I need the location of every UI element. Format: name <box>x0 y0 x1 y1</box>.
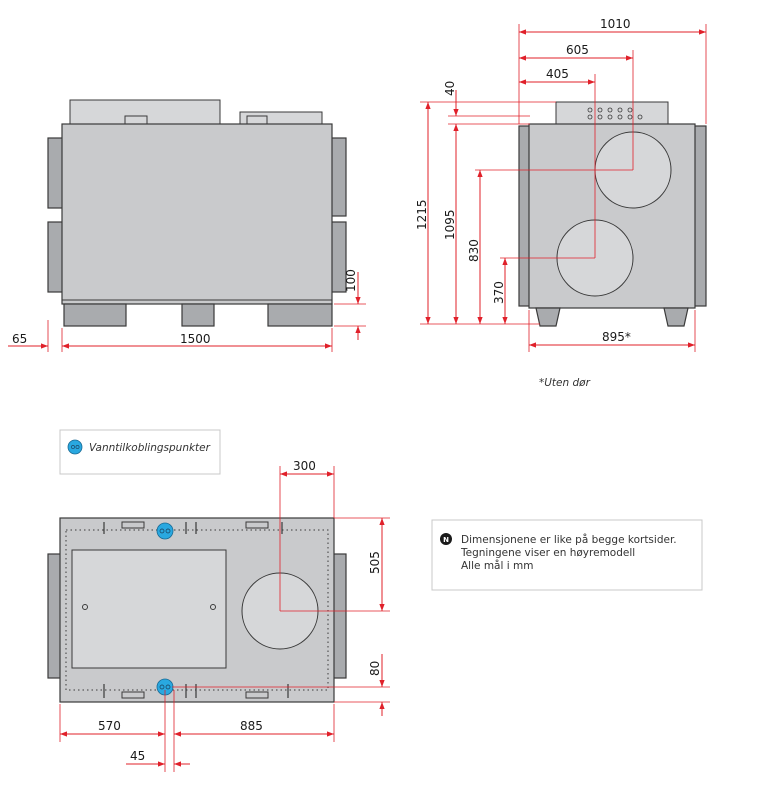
dim-505: 505 <box>368 551 382 574</box>
foot <box>267 303 333 327</box>
dim-370: 370 <box>492 281 506 304</box>
legend: Vanntilkoblingspunkter <box>59 429 221 475</box>
front-body <box>61 123 333 305</box>
svg-text:N: N <box>443 536 449 544</box>
dim-895: 895* <box>602 330 631 344</box>
dim-1095: 1095 <box>443 209 457 240</box>
dim-40: 40 <box>443 81 457 96</box>
info-box: N Dimensjonene er like på begge kortside… <box>431 519 703 591</box>
foot <box>181 303 215 327</box>
foot <box>63 303 127 327</box>
side-panel <box>693 125 707 307</box>
info-line-1: Dimensjonene er like på begge kortsider. <box>461 533 677 546</box>
info-line-3: Alle mål i mm <box>461 559 533 572</box>
dim-1010: 1010 <box>600 17 631 31</box>
dim-570: 570 <box>98 719 121 733</box>
side-view: 1010 605 405 1215 40 1095 830 370 895* *… <box>415 17 707 389</box>
dim-300: 300 <box>293 459 316 473</box>
dim-65: 65 <box>12 332 27 346</box>
dim-80: 80 <box>368 661 382 676</box>
control-panel <box>555 101 669 125</box>
connection-point-icon <box>67 439 83 455</box>
info-icon <box>440 533 452 545</box>
top-view: 300 505 80 570 885 45 <box>47 459 390 772</box>
top-housing-left <box>69 99 221 125</box>
foot <box>535 307 561 327</box>
front-view: 65 1500 100 <box>8 99 366 352</box>
dim-100: 100 <box>344 269 358 292</box>
dim-1500: 1500 <box>180 332 211 346</box>
dim-885: 885 <box>240 719 263 733</box>
dim-405: 405 <box>546 67 569 81</box>
dim-605: 605 <box>566 43 589 57</box>
dim-45: 45 <box>130 749 145 763</box>
access-hatch <box>71 549 227 669</box>
foot <box>663 307 689 327</box>
dim-830: 830 <box>467 239 481 262</box>
footnote: *Uten dør <box>539 377 591 389</box>
legend-label: Vanntilkoblingspunkter <box>89 442 211 454</box>
info-line-2: Tegningene viser en høyremodell <box>460 547 635 559</box>
dim-1215: 1215 <box>415 199 429 230</box>
connection-point-upper <box>156 522 174 540</box>
